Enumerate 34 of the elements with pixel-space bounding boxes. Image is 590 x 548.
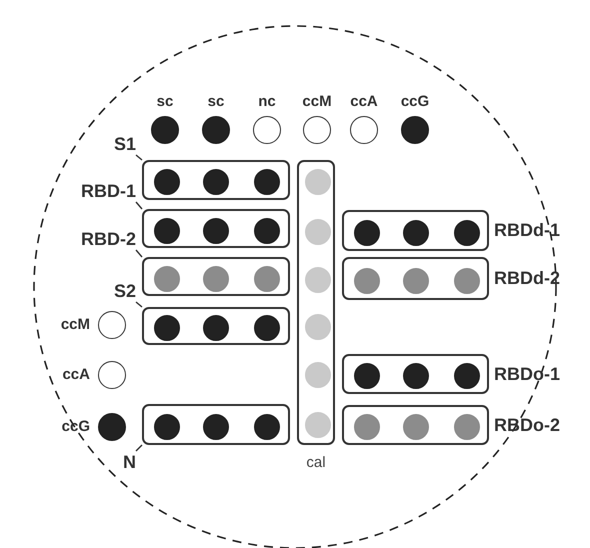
leader-line [136,444,142,452]
control-label: ccG [400,93,430,111]
spot-group-box [342,210,489,251]
spot-group-box [342,354,489,394]
row-label: RBDd-2 [494,267,561,289]
control-label: ccA [61,366,90,384]
row-label: RBD-1 [66,180,136,202]
control-label: nc [257,93,277,111]
spot-group-box [142,257,290,296]
control-label: sc [156,93,174,111]
control-label: ccM [60,316,90,334]
spot-group-box [142,209,290,248]
row-label: S2 [96,280,136,302]
row-label: N [112,451,136,473]
leader-line [135,202,143,210]
control-label: ccG [60,418,90,436]
row-label: cal [305,453,327,473]
spot-group-box [342,257,489,300]
leader-line [136,301,142,308]
spot-group-box [142,404,290,445]
spot-group-box [142,160,290,200]
control-label: ccM [301,93,333,111]
row-label: RBDo-2 [494,414,561,436]
row-label: RBDo-1 [494,363,561,385]
row-label: RBDd-1 [494,219,561,241]
spot-group-box [342,405,489,445]
leader-line [135,250,143,258]
row-label: RBD-2 [66,228,136,250]
spot-group-box [297,160,335,445]
row-label: S1 [96,133,136,155]
control-label: sc [206,93,226,111]
spot-group-box [142,307,290,345]
leader-line [136,154,142,161]
control-label: ccA [349,93,379,111]
